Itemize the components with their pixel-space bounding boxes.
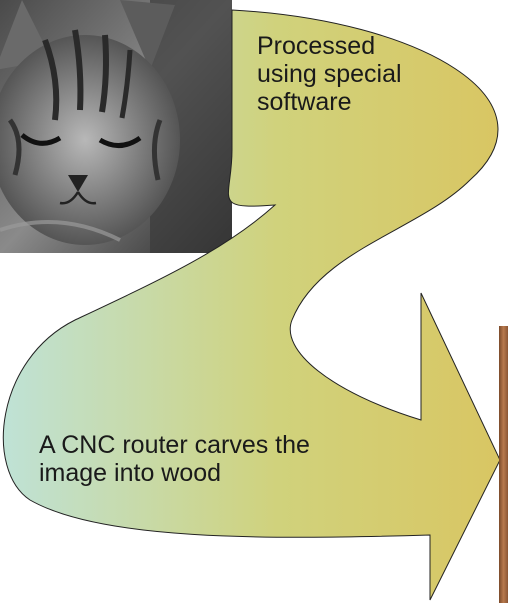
step-software-label: Processed using special software — [257, 32, 402, 116]
carved-wood-panel — [499, 326, 508, 603]
cat-photo — [0, 0, 232, 253]
process-arrow — [2, 9, 501, 601]
step-cnc-label: A CNC router carves the image into wood — [39, 431, 310, 487]
